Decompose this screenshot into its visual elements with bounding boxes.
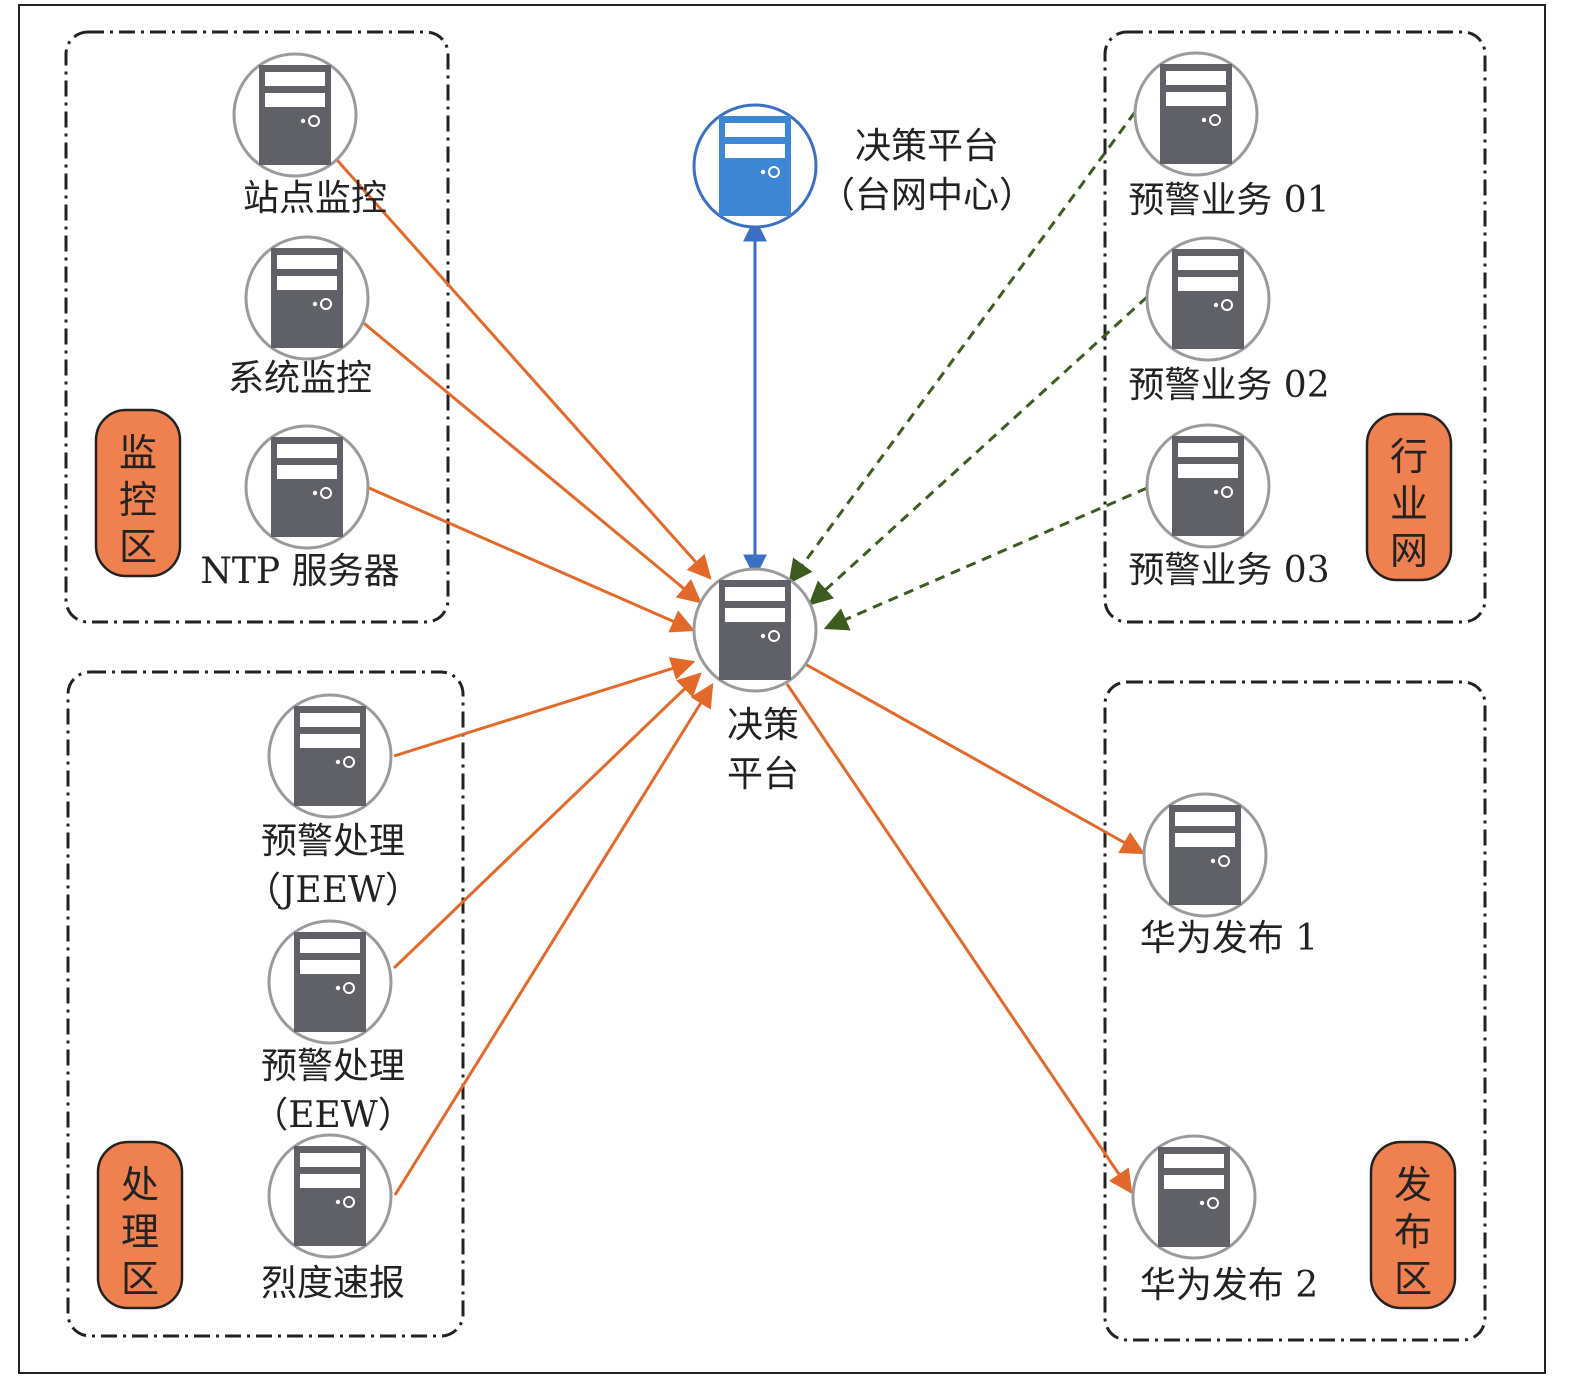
edge-warn-02 (808, 295, 1149, 606)
server-icon-warn-02 (1145, 236, 1271, 362)
label-site-monitor: 站点监控 (243, 178, 387, 219)
zone-badge-process: 处 理 区 (96, 1140, 184, 1310)
edge-system-monitor (359, 318, 702, 604)
zone-badge-industry: 行 业 网 (1365, 412, 1453, 582)
server-icon-jeew (267, 693, 393, 819)
svg-text:发: 发 (1394, 1163, 1432, 1207)
edge-huawei-1 (804, 662, 1146, 855)
edge-warn-03 (823, 486, 1148, 631)
label-warn-03: 预警业务 03 (1128, 550, 1329, 591)
label-warn-02: 预警业务 02 (1128, 365, 1329, 406)
edge-warn-01 (788, 111, 1137, 584)
edge-intensity (393, 682, 714, 1196)
label-center-line2: 平台 (727, 754, 799, 795)
zone-badge-monitor: 监 控 区 (94, 408, 182, 578)
zone-label-monitor-1: 监 (119, 431, 157, 475)
svg-text:区: 区 (121, 1257, 159, 1301)
label-warn-01: 预警业务 01 (1128, 180, 1329, 221)
label-jeew-line1: 预警处理 (261, 821, 405, 862)
label-top-line2: （台网中心） (819, 175, 1035, 216)
svg-text:区: 区 (1394, 1257, 1432, 1301)
server-icon-huawei-1 (1142, 792, 1268, 918)
edge-eew (392, 672, 702, 970)
label-huawei-1: 华为发布 1 (1140, 918, 1318, 959)
server-icon-intensity (267, 1133, 393, 1259)
server-icon-site-monitor (232, 52, 358, 178)
zone-label-monitor-2: 控 (119, 478, 157, 522)
edge-site-monitor (335, 159, 712, 580)
server-icon-eew (267, 919, 393, 1045)
label-ntp-server: NTP 服务器 (200, 551, 399, 592)
server-icon-decision-top (692, 103, 818, 229)
label-eew-line2: （EEW） (252, 1095, 414, 1136)
edge-jeew (393, 657, 696, 758)
svg-text:布: 布 (1394, 1210, 1432, 1254)
server-icon-warn-01 (1133, 51, 1259, 177)
zone-box-publish (1103, 680, 1487, 1342)
label-center-line1: 决策 (727, 705, 799, 746)
label-intensity: 烈度速报 (261, 1263, 405, 1304)
label-system-monitor: 系统监控 (228, 358, 372, 399)
server-icon-warn-03 (1145, 423, 1271, 549)
label-jeew-line2: （JEEW） (245, 870, 421, 911)
server-icon-huawei-2 (1131, 1134, 1257, 1260)
server-icon-decision-center (692, 567, 818, 693)
svg-text:网: 网 (1390, 529, 1428, 573)
zone-box-process (66, 670, 465, 1338)
zone-label-monitor-3: 区 (119, 525, 157, 569)
label-huawei-2: 华为发布 2 (1140, 1265, 1318, 1306)
diagram-frame (18, 4, 1546, 1374)
zone-box-monitor (64, 30, 450, 624)
label-top-line1: 决策平台 (855, 126, 999, 167)
zone-badge-publish: 发 布 区 (1369, 1140, 1457, 1310)
edge-huawei-2 (785, 683, 1133, 1194)
edge-ntp-server (368, 486, 696, 633)
svg-text:理: 理 (121, 1210, 159, 1254)
server-icon-ntp (244, 424, 370, 550)
zone-box-industry (1103, 30, 1487, 624)
svg-text:行: 行 (1390, 435, 1428, 479)
server-icon-system-monitor (244, 235, 370, 361)
svg-text:业: 业 (1390, 482, 1428, 526)
svg-text:处: 处 (121, 1163, 159, 1207)
label-eew-line1: 预警处理 (261, 1046, 405, 1087)
